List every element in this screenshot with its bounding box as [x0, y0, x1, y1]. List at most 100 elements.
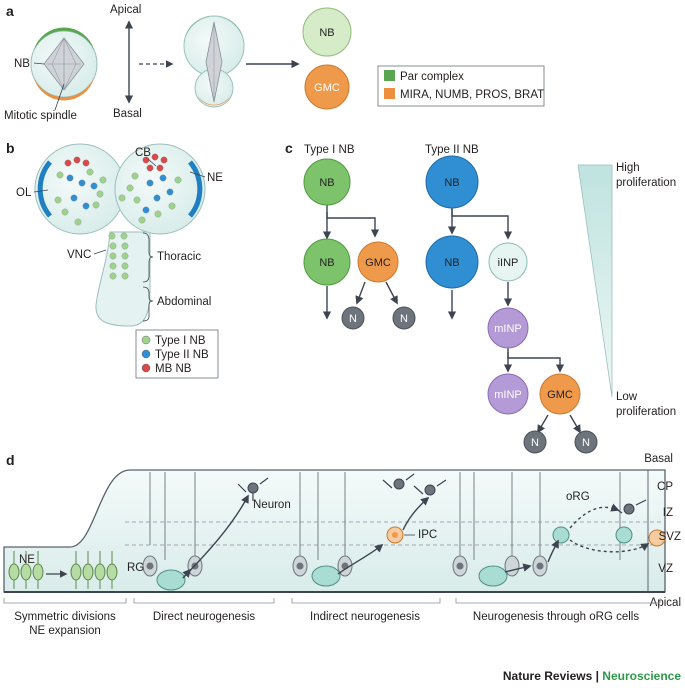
type2-nb-dot [153, 194, 161, 202]
panel-label-d: d [6, 452, 15, 468]
arrow-gmc-n-left [355, 281, 366, 305]
basal-label: Basal [113, 108, 142, 120]
type1-neuron-1 [341, 306, 365, 330]
neuroblast-dots [54, 153, 182, 280]
type1-gmc-label: GMC [365, 257, 391, 269]
caption-org: Neurogenesis through oRG cells [473, 611, 639, 623]
type2-nb-dot [78, 179, 86, 187]
arrow-nb-gmc-1 [326, 205, 380, 238]
legend-swatch-mira [384, 88, 395, 99]
type1-nb-dot [174, 176, 182, 184]
dividing-rg-cells [156, 565, 508, 591]
high-label: High [616, 162, 640, 174]
caption-brackets [3, 598, 661, 604]
dividing-neuroblast [30, 27, 98, 101]
org-ipc [648, 529, 666, 547]
panel-label-c: c [285, 140, 293, 156]
journal-section: Neuroscience [602, 669, 681, 683]
ne-cells [8, 551, 118, 589]
type1-nb-self [303, 238, 351, 286]
legend-label-mb: MB NB [155, 363, 192, 375]
type1-nb-dot [126, 184, 134, 192]
org-cell [552, 526, 570, 544]
type1-nb-dot [54, 196, 62, 204]
type1-gmc-cell [357, 241, 399, 283]
cortex-tissue [3, 469, 666, 593]
vnc-body [95, 231, 151, 327]
journal-name: Nature Reviews [503, 669, 593, 683]
org-label: oRG [566, 491, 590, 503]
ne-right [188, 160, 203, 218]
high-label-2: proliferation [616, 177, 676, 189]
apical-label: Apical [110, 4, 141, 16]
vnc-leader [93, 249, 107, 255]
layer-iz: IZ [663, 507, 673, 519]
panel-label-b: b [6, 140, 15, 156]
cb-leader [147, 158, 157, 167]
panel-label-a: a [6, 3, 14, 19]
caption-indirect: Indirect neurogenesis [310, 611, 420, 623]
gmc-daughter-label: GMC [314, 82, 340, 94]
type2-nb-label: NB [444, 177, 459, 189]
telophase-cell [183, 15, 245, 108]
type1-nb-dot [120, 232, 128, 240]
legend-dot-type1 [141, 335, 151, 345]
nb-label-a: NB [14, 58, 30, 70]
ol-leader [33, 189, 49, 193]
type2-neuron-2-label: N [582, 437, 590, 449]
arrow-gmc-n-2-left [537, 414, 549, 434]
type2-nb-dot [146, 179, 154, 187]
caption-symmetric: Symmetric divisions [14, 611, 116, 623]
type1-nb-dot [109, 252, 117, 260]
arrow-gmc-n-right [385, 281, 398, 305]
type2-nb-dot [90, 182, 98, 190]
type2-neuron-2 [574, 430, 598, 454]
layer-basal: Basal [644, 453, 673, 465]
abdominal-label: Abdominal [157, 296, 211, 308]
legend-label-mira: MIRA, NUMB, PROS, BRAT [400, 89, 544, 101]
nb-daughter-label: NB [319, 27, 334, 39]
type2-gmc-label: GMC [547, 389, 573, 401]
legend-a [377, 65, 545, 107]
rg-label: RG [127, 562, 144, 574]
type1-nb-dot [121, 262, 129, 270]
type1-nb-dot [133, 196, 141, 204]
type2-nb-dot [159, 174, 167, 182]
type1-neuron-1-label: N [349, 313, 357, 325]
cb-label: CB [135, 147, 151, 159]
thoracic-bracket [142, 232, 154, 283]
type1-neuron-2 [392, 306, 416, 330]
nb-daughter-cell [302, 7, 352, 57]
ne-label-d: NE [19, 554, 35, 566]
type1-nb-dot [121, 242, 129, 250]
minp-label: mINP [494, 323, 522, 335]
spindle-leader [54, 83, 65, 111]
type2-nb-dot [82, 202, 90, 210]
legend-label-par: Par complex [400, 71, 464, 83]
mb-nb-dot [73, 156, 81, 164]
ne-left [37, 160, 52, 218]
ne-label-b: NE [207, 172, 223, 184]
type2-nb-dot [166, 188, 174, 196]
proliferation-gradient [577, 164, 613, 398]
layer-labels: Basal CP IZ SVZ VZ Apical [644, 453, 681, 609]
low-label: Low [616, 391, 638, 403]
layer-vz: VZ [658, 563, 673, 575]
legend-dot-type2 [141, 349, 151, 359]
type1-nb-dot [121, 252, 129, 260]
arrow-nb-inp [451, 208, 513, 240]
type2-gmc-cell [539, 373, 581, 415]
legend-label-type2: Type II NB [155, 349, 209, 361]
layer-svz: SVZ [659, 531, 681, 543]
legend-swatch-par [384, 70, 395, 81]
ipc-label: IPC [418, 529, 437, 541]
type1-nb-dot [154, 210, 162, 218]
legend-label-type1: Type I NB [155, 335, 206, 347]
minp-self-label: mINP [494, 389, 522, 401]
type1-nb-dot [109, 262, 117, 270]
cortical-cells [8, 472, 666, 591]
type1-nb-dot [74, 218, 82, 226]
minp-cell [487, 307, 529, 349]
mb-nb-dot [64, 159, 72, 167]
